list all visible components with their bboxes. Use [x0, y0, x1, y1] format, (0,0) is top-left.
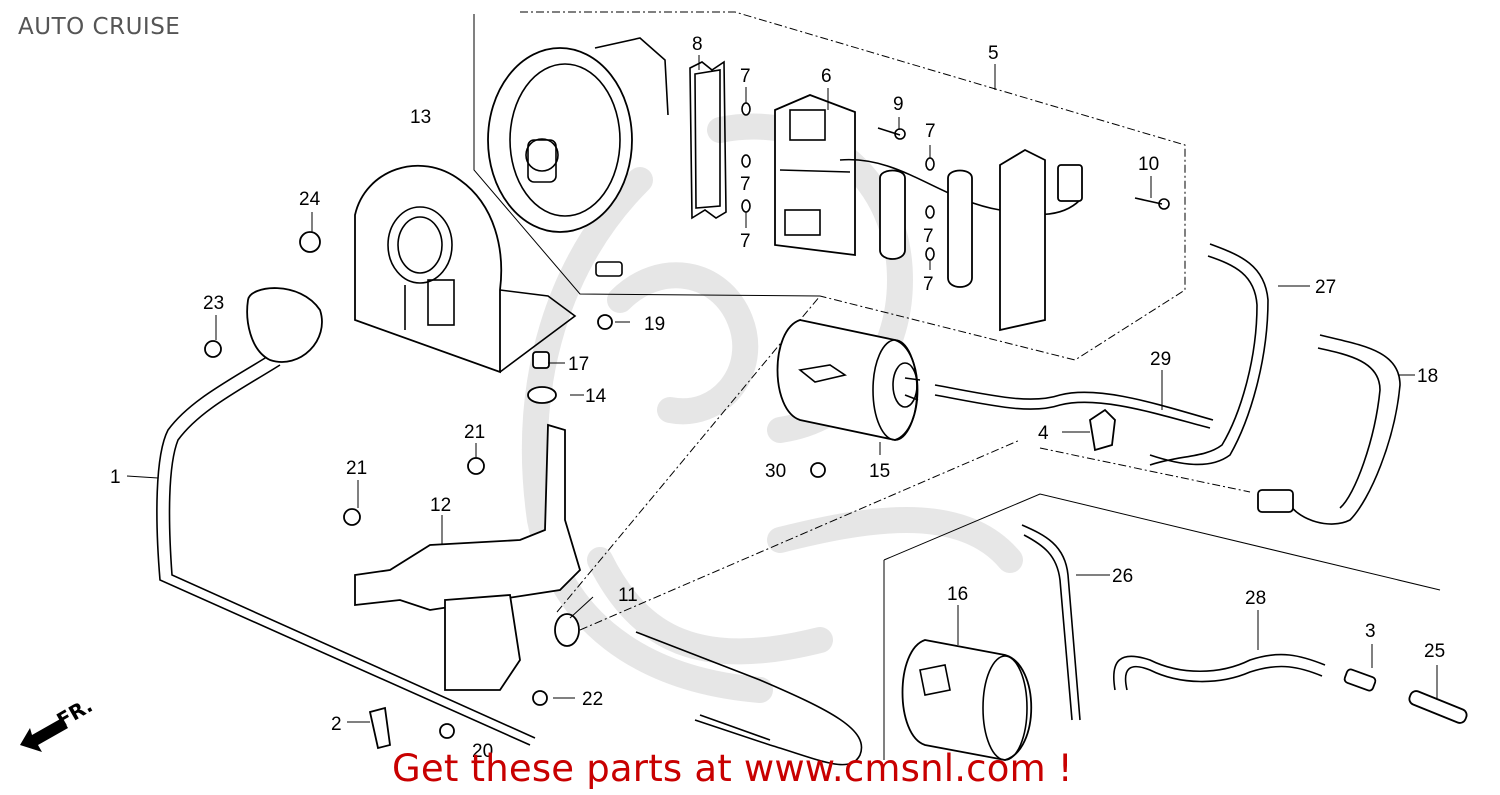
part-12-bracket[interactable]: [354, 423, 582, 691]
part-8-gasket[interactable]: [689, 60, 727, 220]
label-part-10[interactable]: 10: [1138, 154, 1159, 175]
label-part-7c[interactable]: 7: [740, 231, 751, 252]
part-15-canister[interactable]: [776, 319, 921, 441]
part-3-valve[interactable]: [1343, 668, 1377, 692]
leader-lines: [126, 55, 1438, 723]
label-part-24[interactable]: 24: [299, 189, 321, 210]
label-part-26[interactable]: 26: [1112, 566, 1133, 587]
label-part-3[interactable]: 3: [1365, 621, 1376, 642]
label-part-7b[interactable]: 7: [740, 174, 751, 195]
label-part-7e[interactable]: 7: [923, 226, 934, 247]
label-part-17[interactable]: 17: [568, 354, 589, 375]
throttle-cable[interactable]: [635, 631, 863, 766]
front-direction-arrow: FR.: [20, 693, 97, 752]
part-28-hose[interactable]: [1113, 653, 1326, 691]
part-6-control-unit[interactable]: [774, 94, 856, 257]
fasteners[interactable]: [204, 231, 826, 750]
label-part-22[interactable]: 22: [582, 689, 603, 710]
label-part-20[interactable]: 20: [472, 741, 493, 762]
label-part-28[interactable]: 28: [1245, 588, 1266, 609]
label-part-15[interactable]: 15: [869, 461, 890, 482]
label-part-5[interactable]: 5: [988, 43, 999, 64]
label-part-21b[interactable]: 21: [346, 458, 367, 479]
actuator-booster[interactable]: [487, 37, 669, 277]
label-part-2[interactable]: 2: [331, 714, 342, 735]
part-13-bracket[interactable]: [354, 164, 577, 374]
label-part-4[interactable]: 4: [1038, 423, 1049, 444]
label-part-19[interactable]: 19: [644, 314, 665, 335]
part-25-tube[interactable]: [1408, 689, 1469, 724]
label-part-30[interactable]: 30: [765, 461, 786, 482]
label-part-1[interactable]: 1: [110, 467, 121, 488]
arrow-icon: [20, 718, 68, 752]
part-16-canister[interactable]: [901, 639, 1032, 761]
group-frames: [473, 11, 1441, 760]
label-part-23[interactable]: 23: [203, 293, 224, 314]
label-part-7f[interactable]: 7: [923, 274, 934, 295]
label-part-12[interactable]: 12: [430, 495, 451, 516]
page-title: AUTO CRUISE: [18, 14, 181, 40]
part-4-clip[interactable]: [1089, 408, 1116, 452]
label-part-9[interactable]: 9: [893, 94, 904, 115]
label-part-18[interactable]: 18: [1417, 366, 1438, 387]
label-part-13[interactable]: 13: [410, 107, 431, 128]
label-part-29[interactable]: 29: [1150, 349, 1171, 370]
label-part-6[interactable]: 6: [821, 66, 832, 87]
label-part-11[interactable]: 11: [618, 585, 638, 606]
label-part-27[interactable]: 27: [1315, 277, 1336, 298]
label-part-8[interactable]: 8: [692, 34, 703, 55]
part-26-hose[interactable]: [1021, 524, 1081, 721]
label-part-14[interactable]: 14: [585, 386, 607, 407]
part-5-bracket-harness[interactable]: [839, 148, 1083, 332]
label-part-7a[interactable]: 7: [740, 66, 751, 87]
label-part-25[interactable]: 25: [1424, 641, 1445, 662]
part-29-hose[interactable]: [934, 384, 1214, 429]
part-labels: 1 2 3 4 5 6 7 7 7 7 7 7 7 8 9 10 11 12 1…: [110, 34, 1445, 762]
label-part-16[interactable]: 16: [947, 584, 968, 605]
promo-watermark-link[interactable]: Get these parts at www.cmsnl.com !: [392, 747, 1073, 790]
screws[interactable]: [877, 127, 1170, 210]
label-part-21a[interactable]: 21: [464, 422, 485, 443]
label-part-7d[interactable]: 7: [925, 121, 936, 142]
part-18-hose[interactable]: [1257, 334, 1401, 525]
part-1-cable[interactable]: [156, 287, 536, 746]
part-27-hose[interactable]: [1149, 243, 1269, 466]
